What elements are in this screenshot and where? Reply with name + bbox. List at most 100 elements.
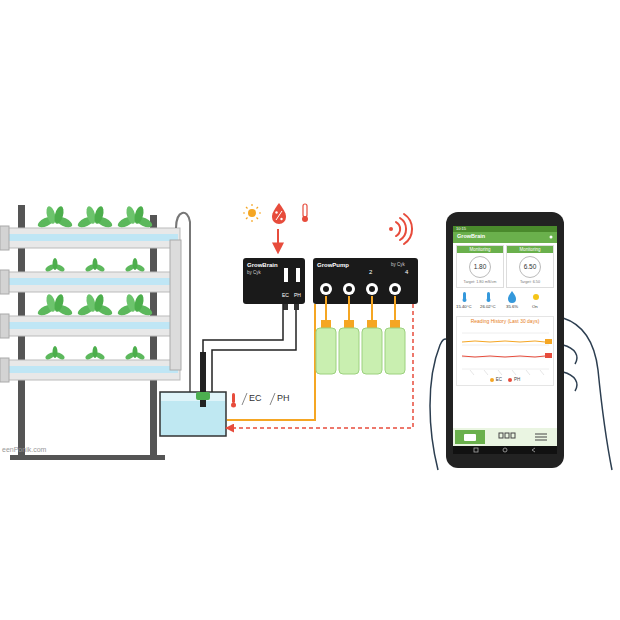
tower-pipes	[0, 358, 9, 382]
nutrient-bottles	[367, 320, 377, 328]
legend-item: EC	[490, 377, 502, 382]
status-time: 10:15	[456, 227, 466, 232]
pump-box	[343, 283, 355, 295]
phone	[550, 236, 553, 239]
tower-frame	[10, 455, 165, 460]
tower-pipes	[0, 314, 9, 338]
phone-icons	[463, 298, 467, 302]
sensor-cable	[203, 304, 283, 392]
tower-pipes	[0, 270, 9, 294]
history-chart	[462, 369, 549, 370]
nutrient-bottles	[362, 328, 382, 374]
monitoring-card: Monitoring1.80Target: 1.80 mS/cm	[456, 245, 504, 288]
phone-nav	[499, 433, 547, 440]
reading-value: On	[532, 305, 538, 310]
node-text: GrowBrain	[247, 262, 278, 269]
history-chart	[462, 333, 549, 334]
phone-nav	[453, 428, 557, 446]
plants	[36, 205, 154, 360]
sensor-icons	[276, 211, 282, 220]
sensor-icons	[243, 204, 261, 222]
wifi-icon	[400, 218, 406, 240]
nutrient-bottles	[316, 328, 336, 374]
watermark: eenPonik.com	[2, 446, 46, 454]
reading-value: 26.02°C	[480, 305, 496, 310]
reservoir-tank	[160, 392, 226, 436]
nutrient-bottles	[339, 328, 359, 374]
controller-box	[243, 258, 305, 310]
tower-pipes	[5, 316, 180, 336]
sensor-icons	[303, 204, 307, 217]
dosing-tubes	[227, 296, 395, 420]
nutrient-bottles	[316, 320, 405, 374]
node-text: Reading History (Last 30 days)	[457, 317, 553, 325]
phone	[453, 226, 557, 232]
plants	[44, 346, 65, 361]
sensor-icons	[275, 211, 277, 213]
node-text: Monitoring	[507, 246, 553, 253]
tank-thermometer	[270, 393, 275, 405]
dosing-tubes	[394, 296, 396, 322]
nutrient-bottles	[344, 320, 354, 328]
legend-text: EC	[496, 377, 502, 382]
sensor-icons	[243, 203, 308, 252]
reading-value: 35.6%	[506, 305, 518, 310]
dosing-tubes	[348, 296, 350, 322]
phone	[453, 226, 557, 454]
node-text: 1.80	[469, 256, 491, 278]
controller-box: GrowBrainby CykECPH	[243, 258, 305, 304]
history-chart	[545, 339, 552, 344]
hand	[563, 318, 612, 470]
legend-item: PH	[508, 377, 520, 382]
node-text: Monitoring	[457, 246, 503, 253]
sensor-icons	[302, 216, 308, 222]
sensor-icons	[248, 209, 256, 217]
plants	[116, 293, 154, 317]
sensor-icons	[251, 204, 252, 206]
plants	[36, 205, 74, 229]
tower-pipes	[0, 226, 9, 250]
sensor-icons	[246, 218, 248, 220]
plants	[44, 258, 65, 273]
history-chart	[545, 353, 552, 358]
phone-nav	[499, 433, 503, 438]
phone	[446, 212, 564, 468]
phone-icons	[508, 291, 516, 303]
phone-icons	[463, 291, 540, 303]
dosing-tubes	[371, 296, 373, 322]
nutrient-bottles	[390, 320, 400, 328]
plants	[84, 258, 105, 273]
wifi-icon	[396, 222, 400, 236]
node-text: 4	[405, 269, 408, 276]
phone-nav	[535, 437, 547, 438]
sensor-icons	[280, 218, 282, 220]
pump-box	[369, 286, 375, 292]
history-chart	[462, 333, 552, 375]
tower-pipes	[8, 322, 178, 329]
sensor-icons	[243, 212, 245, 213]
node-text: PH	[277, 393, 290, 403]
phone-nav	[453, 428, 557, 454]
legend-swatch	[508, 378, 512, 382]
reservoir-tank	[161, 393, 225, 401]
dosing-tubes	[227, 304, 315, 420]
node-text: EC	[249, 393, 262, 403]
phone	[446, 212, 564, 468]
phone-nav	[464, 434, 476, 441]
pump-box: GrowPump2by Cyk4	[313, 258, 418, 304]
sensor-icons	[257, 207, 259, 209]
node-text: EC	[282, 293, 289, 299]
sensor-icons	[257, 218, 259, 220]
phone-icons	[533, 294, 539, 300]
reservoir-tank: ECPH	[160, 392, 226, 436]
sensor-icons	[259, 212, 261, 213]
plants	[116, 205, 154, 229]
pump-box	[389, 283, 401, 295]
history-panel: Reading History (Last 30 days) EC PH	[456, 316, 554, 386]
sensor-icons	[272, 203, 286, 224]
history-chart	[526, 370, 530, 375]
tower-pipes	[8, 278, 178, 285]
